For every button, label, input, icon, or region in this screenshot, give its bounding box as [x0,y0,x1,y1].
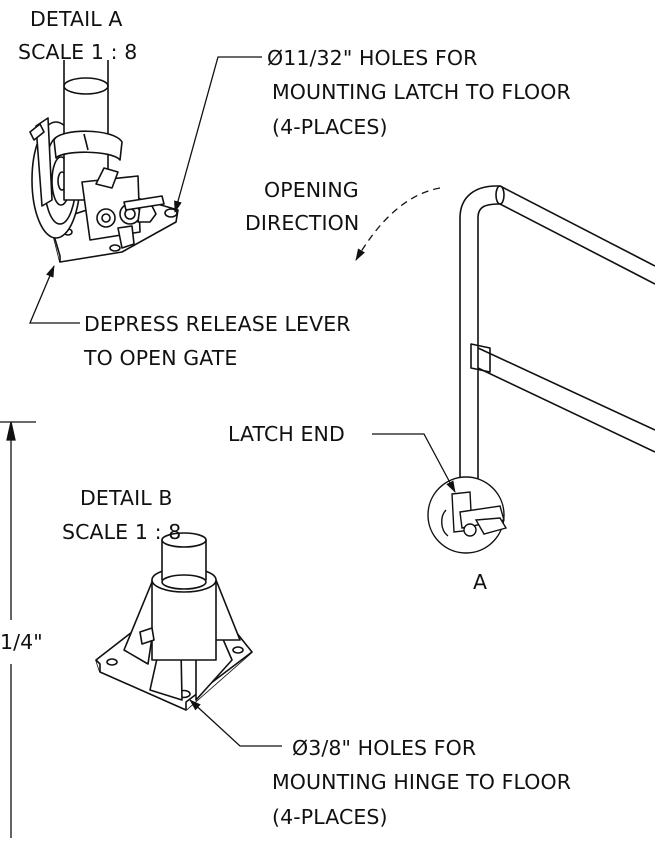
opening-direction-arc [355,187,441,261]
dimension-fragment-label: 1/4" [0,630,43,654]
detail-a-callout [427,476,508,554]
release-lever-note-line1: DEPRESS RELEASE LEVER [84,312,351,336]
hinge-holes-note-line2: MOUNTING HINGE TO FLOOR [272,770,572,794]
hinge-holes-note-line1: Ø3/8" HOLES FOR [292,736,477,760]
hinge-holes-note-line3: (4-PLACES) [272,805,388,829]
opening-direction-label-line1: OPENING [264,178,359,202]
detail-b-scale: SCALE 1 : 8 [62,520,182,544]
detail-a-latch-illustration [29,60,179,263]
view-marker-a: A [473,570,488,594]
gate-frame-illustration [459,185,655,498]
latch-end-label: LATCH END [228,422,345,446]
detail-a-title: DETAIL A [30,7,123,31]
latch-holes-note-line2: MOUNTING LATCH TO FLOOR [272,80,571,104]
detail-b-leader [189,699,282,747]
detail-a-leaders [29,56,262,324]
latch-holes-note-line3: (4-PLACES) [272,115,388,139]
detail-b-title: DETAIL B [80,486,173,510]
height-dimension-line [0,421,36,838]
release-lever-note-line2: TO OPEN GATE [84,346,238,370]
detail-b-hinge-illustration [95,532,253,711]
latch-holes-note-line1: Ø11/32" HOLES FOR [267,46,478,70]
opening-direction-label-line2: DIRECTION [245,211,360,235]
latch-end-leader [372,433,456,493]
detail-a-scale: SCALE 1 : 8 [18,40,138,64]
